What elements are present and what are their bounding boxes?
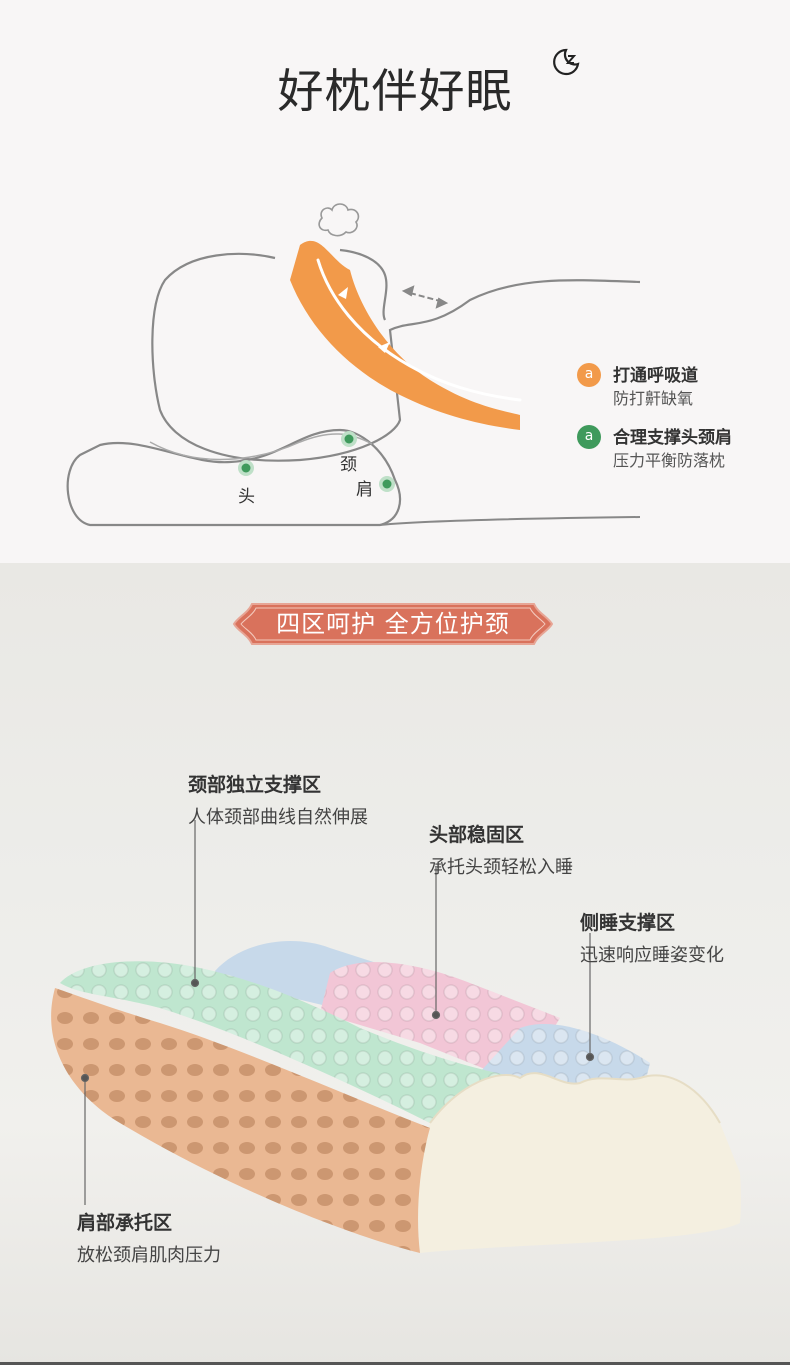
zone-shoulder-support: 肩部承托区 放松颈肩肌肉压力 [77, 1208, 221, 1267]
legend-badge-orange: a [577, 363, 601, 387]
neck-point-label: 颈 [340, 455, 357, 475]
banner-title: 四区呵护 全方位护颈 [276, 610, 510, 638]
legend-title: 打通呼吸道 [613, 366, 698, 386]
page-title: 好枕伴好眠 [277, 64, 513, 118]
zone-title: 肩部承托区 [77, 1212, 173, 1234]
section-banner: 四区呵护 全方位护颈 [232, 601, 554, 647]
zone-subtitle: 迅速响应睡姿变化 [580, 945, 724, 966]
sleep-diagram-section: 好枕伴好眠 头 颈 肩 a [0, 0, 790, 563]
zone-subtitle: 放松颈肩肌肉压力 [77, 1245, 221, 1266]
banner-frame [232, 603, 554, 645]
moon-sleep-icon [553, 48, 580, 76]
double-arrow-icon [401, 285, 449, 309]
zone-subtitle: 人体颈部曲线自然伸展 [188, 807, 368, 828]
pillow-illustration [51, 820, 741, 1253]
legend-title: 合理支撑头颈肩 [613, 428, 732, 448]
zone-head-stable: 头部稳固区 承托头颈轻松入睡 [429, 820, 573, 879]
head-pillow-diagram [66, 203, 641, 527]
bottom-divider [0, 1362, 790, 1365]
airway-shape [290, 240, 520, 430]
shoulder-point-label: 肩 [356, 480, 373, 500]
breath-cloud-icon [318, 203, 360, 237]
legend-subtitle: 防打鼾缺氧 [613, 389, 694, 408]
zone-side-sleep: 侧睡支撑区 迅速响应睡姿变化 [580, 908, 724, 967]
pillow-outline [66, 428, 402, 527]
head-point-label: 头 [238, 487, 255, 507]
legend-subtitle: 压力平衡防落枕 [613, 451, 726, 470]
zone-neck-support: 颈部独立支撑区 人体颈部曲线自然伸展 [188, 770, 368, 829]
zone-title: 侧睡支撑区 [580, 912, 676, 934]
zone-title: 颈部独立支撑区 [188, 774, 322, 796]
support-points [238, 431, 395, 492]
zone-title: 头部稳固区 [429, 824, 525, 846]
four-zone-section: 四区呵护 全方位护颈 [0, 563, 790, 1365]
legend-badge-green: a [577, 425, 601, 449]
head-outline [151, 252, 641, 462]
zone-subtitle: 承托头颈轻松入睡 [429, 857, 573, 878]
